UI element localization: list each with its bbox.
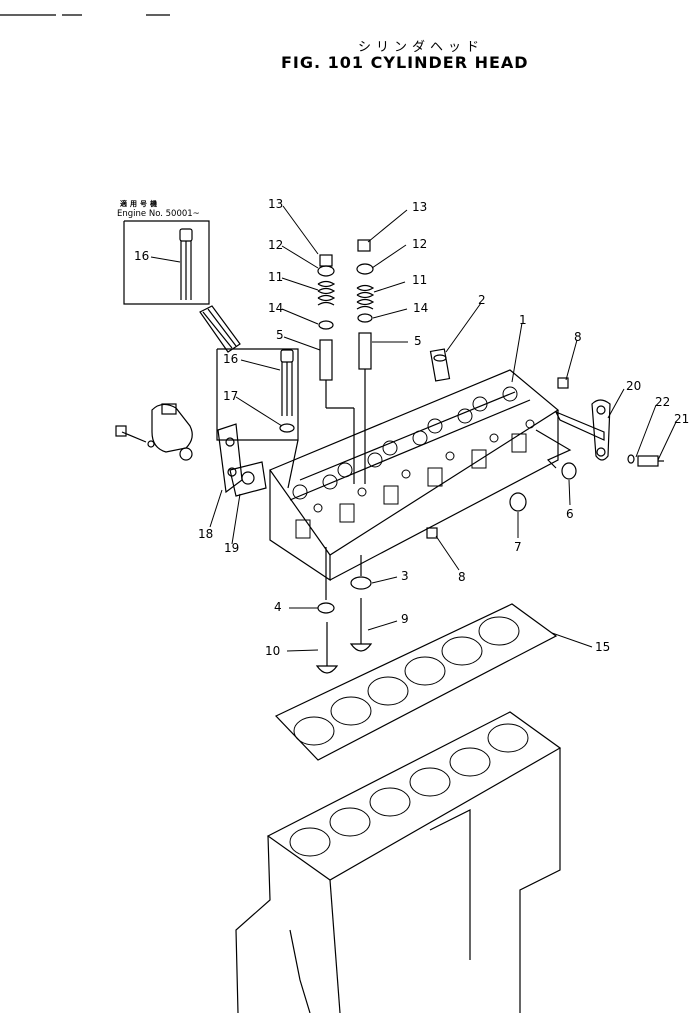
figure-title-japanese: シリンダヘッド bbox=[358, 40, 485, 55]
callout-11-right: 11 bbox=[412, 273, 428, 287]
callout-6: 6 bbox=[566, 507, 574, 521]
leader-lines bbox=[150, 205, 677, 652]
bolt-washer-box bbox=[216, 348, 299, 489]
callout-21: 21 bbox=[674, 412, 690, 426]
part-7-plug bbox=[509, 492, 527, 512]
callout-8-lower: 8 bbox=[458, 570, 466, 584]
part-8-plug-lower bbox=[426, 527, 438, 539]
callout-5-right: 5 bbox=[414, 334, 422, 348]
callout-17: 17 bbox=[223, 389, 239, 403]
callout-3: 3 bbox=[401, 569, 409, 583]
water-outlet bbox=[115, 403, 267, 497]
callout-8-upper: 8 bbox=[574, 330, 582, 344]
callout-19: 19 bbox=[224, 541, 240, 555]
callout-20: 20 bbox=[626, 379, 642, 393]
left-valve-stack bbox=[317, 254, 355, 484]
part-2-sleeve bbox=[429, 348, 451, 382]
callout-13-left: 13 bbox=[268, 197, 284, 211]
callout-15: 15 bbox=[595, 640, 611, 654]
lifting-bracket bbox=[535, 399, 664, 469]
part-6-plug bbox=[561, 462, 577, 480]
callout-14-right: 14 bbox=[413, 301, 429, 315]
callout-9: 9 bbox=[401, 612, 409, 626]
cylinder-block bbox=[235, 711, 562, 1013]
callout-1: 1 bbox=[519, 313, 527, 327]
cylinder-head-body bbox=[269, 369, 560, 582]
head-gasket bbox=[274, 603, 558, 761]
callout-16-upper: 16 bbox=[134, 249, 150, 263]
callout-10: 10 bbox=[265, 644, 281, 658]
callout-11-left: 11 bbox=[268, 270, 284, 284]
callout-13-right: 13 bbox=[412, 200, 428, 214]
callout-2: 2 bbox=[478, 293, 486, 307]
callout-7: 7 bbox=[514, 540, 522, 554]
callout-18: 18 bbox=[198, 527, 214, 541]
callout-22: 22 bbox=[655, 395, 671, 409]
right-valve-stack bbox=[356, 239, 375, 484]
figure-title: FIG. 101 CYLINDER HEAD bbox=[281, 53, 529, 72]
serial-note-japanese: 適用号機 bbox=[120, 200, 160, 208]
callout-4: 4 bbox=[274, 600, 282, 614]
callout-12-right: 12 bbox=[412, 237, 428, 251]
part-8-plug-upper bbox=[557, 377, 569, 389]
serial-note-engine-number: Engine No. 50001~ bbox=[117, 209, 200, 219]
callout-14-left: 14 bbox=[268, 301, 284, 315]
callout-12-left: 12 bbox=[268, 238, 284, 252]
valve-group bbox=[315, 547, 373, 674]
callout-16-lower: 16 bbox=[223, 352, 239, 366]
serial-bolt-box bbox=[123, 220, 241, 353]
callout-5-left: 5 bbox=[276, 328, 284, 342]
